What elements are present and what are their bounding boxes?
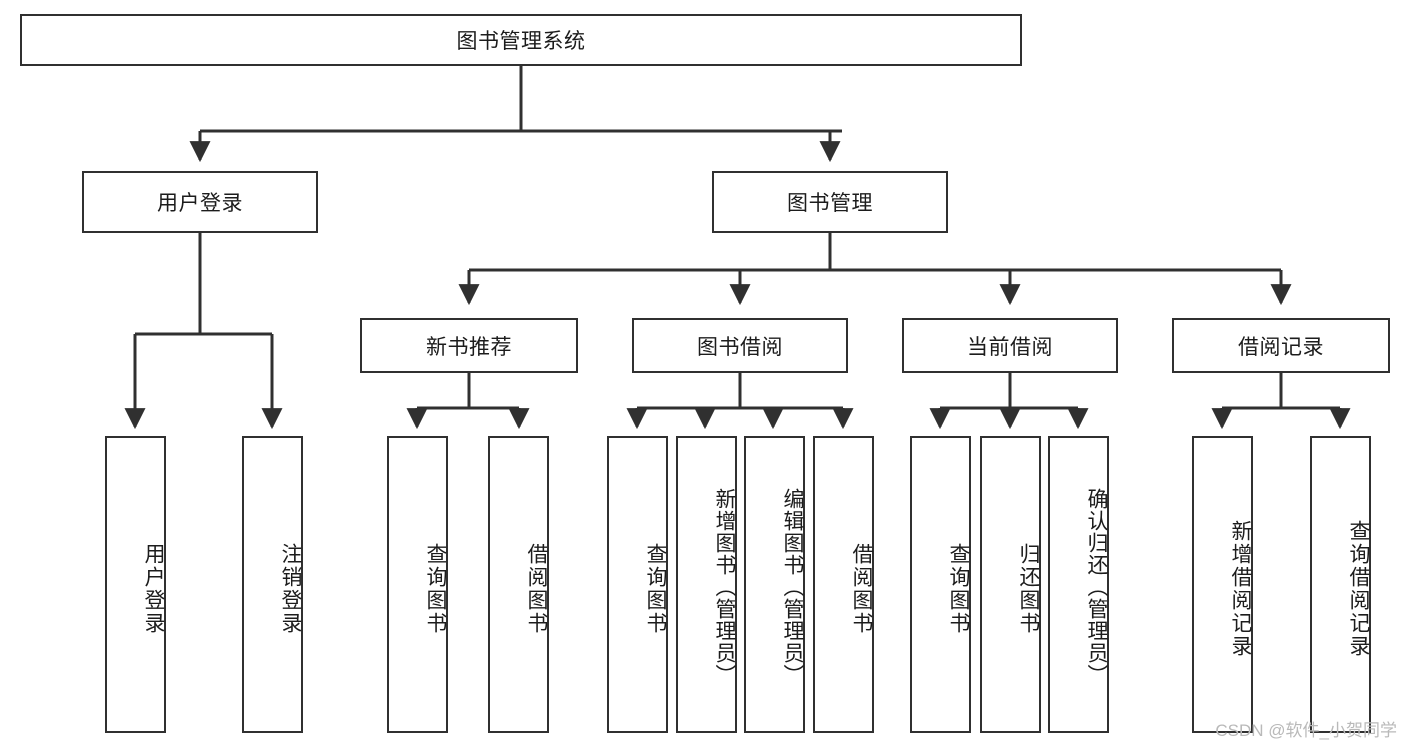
leaf-borrow-add-book-label: 新增图书（管理员）	[713, 487, 736, 686]
leaf-borrow-query-book-label: 查询图书	[644, 542, 667, 635]
leaf-user-login-login[interactable]: 用户登录	[105, 436, 166, 733]
node-user-login[interactable]: 用户登录	[82, 171, 318, 233]
node-current-borrow-label: 当前借阅	[967, 335, 1053, 359]
node-book-management-label: 图书管理	[787, 192, 873, 215]
leaf-new-book-borrow-label: 借阅图书	[525, 542, 548, 635]
node-borrow-record[interactable]: 借阅记录	[1172, 318, 1390, 373]
leaf-record-query[interactable]: 查询借阅记录	[1310, 436, 1371, 733]
node-root-label: 图书管理系统	[456, 30, 586, 53]
leaf-borrow-edit-book[interactable]: 编辑图书（管理员）	[744, 436, 805, 733]
leaf-current-confirm-return[interactable]: 确认归还（管理员）	[1048, 436, 1109, 733]
leaf-current-return-book[interactable]: 归还图书	[980, 436, 1041, 733]
node-book-management[interactable]: 图书管理	[712, 171, 948, 233]
node-book-borrow[interactable]: 图书借阅	[632, 318, 848, 373]
leaf-borrow-query-book[interactable]: 查询图书	[607, 436, 668, 733]
node-current-borrow[interactable]: 当前借阅	[902, 318, 1118, 373]
leaf-record-add-label: 新增借阅记录	[1229, 519, 1252, 658]
leaf-user-login-login-label: 用户登录	[142, 542, 165, 635]
leaf-current-query-book-label: 查询图书	[947, 542, 970, 635]
leaf-user-login-logout-label: 注销登录	[279, 542, 302, 635]
leaf-borrow-borrow-book-label: 借阅图书	[850, 542, 873, 635]
leaf-borrow-edit-book-label: 编辑图书（管理员）	[781, 487, 804, 686]
leaf-current-return-book-label: 归还图书	[1017, 542, 1040, 635]
leaf-new-book-borrow[interactable]: 借阅图书	[488, 436, 549, 733]
leaf-borrow-add-book[interactable]: 新增图书（管理员）	[676, 436, 737, 733]
node-book-borrow-label: 图书借阅	[697, 335, 783, 359]
leaf-user-login-logout[interactable]: 注销登录	[242, 436, 303, 733]
node-new-book-recommend[interactable]: 新书推荐	[360, 318, 578, 373]
node-borrow-record-label: 借阅记录	[1238, 335, 1324, 359]
node-root[interactable]: 图书管理系统	[20, 14, 1022, 66]
leaf-record-query-label: 查询借阅记录	[1347, 519, 1370, 658]
leaf-new-book-query-label: 查询图书	[424, 542, 447, 635]
node-user-login-label: 用户登录	[157, 192, 243, 215]
leaf-current-query-book[interactable]: 查询图书	[910, 436, 971, 733]
node-new-book-recommend-label: 新书推荐	[426, 335, 512, 359]
leaf-record-add[interactable]: 新增借阅记录	[1192, 436, 1253, 733]
watermark: CSDN @软件_小贺同学	[1215, 721, 1397, 740]
leaf-current-confirm-return-label: 确认归还（管理员）	[1085, 487, 1108, 686]
leaf-new-book-query[interactable]: 查询图书	[387, 436, 448, 733]
leaf-borrow-borrow-book[interactable]: 借阅图书	[813, 436, 874, 733]
